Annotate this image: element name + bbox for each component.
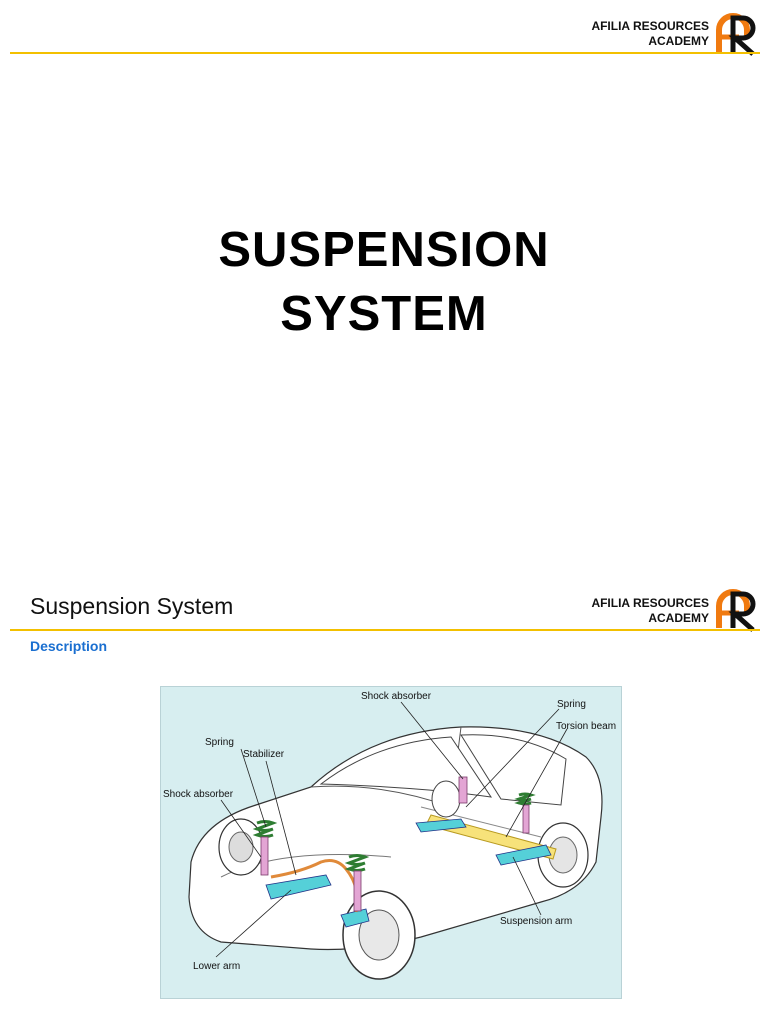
title-slide: AFILIA RESOURCES ACADEMY SUSPENSION SYST… <box>0 10 768 346</box>
brand-name: AFILIA RESOURCES ACADEMY <box>591 596 709 626</box>
brand-line-1: AFILIA RESOURCES <box>591 596 709 610</box>
description-slide: Suspension System AFILIA RESOURCES ACADE… <box>0 560 768 1024</box>
title-line-2: SYSTEM <box>280 287 488 341</box>
label-torsion-beam: Torsion beam <box>556 721 617 732</box>
section-subtitle: Description <box>30 638 108 654</box>
brand-logo-icon <box>713 586 759 632</box>
header-rule <box>10 629 760 631</box>
header-rule <box>10 52 760 54</box>
page-title: Suspension System <box>30 593 234 619</box>
label-spring-right: Spring <box>557 699 586 710</box>
car-illustration <box>188 701 603 980</box>
brand-line-2: ACADEMY <box>648 34 709 48</box>
label-spring-left: Spring <box>205 737 234 748</box>
title-line-1: SUSPENSION <box>218 223 550 277</box>
brand-logo-icon <box>713 10 759 56</box>
label-stabilizer: Stabilizer <box>243 749 285 760</box>
label-suspension-arm: Suspension arm <box>500 916 573 927</box>
suspension-diagram: Shock absorber Spring Torsion beam Sprin… <box>160 686 622 999</box>
label-lower-arm: Lower arm <box>193 961 241 972</box>
label-shock-absorber-left: Shock absorber <box>163 789 234 800</box>
brand-line-1: AFILIA RESOURCES <box>591 19 709 33</box>
brand-name: AFILIA RESOURCES ACADEMY <box>591 19 709 49</box>
slide-title: SUSPENSION SYSTEM <box>0 218 768 346</box>
brand-line-2: ACADEMY <box>648 611 709 625</box>
label-shock-absorber-top: Shock absorber <box>361 691 432 702</box>
